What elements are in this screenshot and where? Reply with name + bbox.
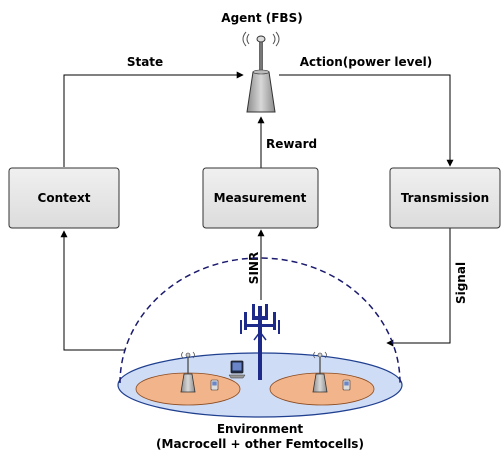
transmission-box: Transmission bbox=[389, 167, 501, 229]
femtocell-icon bbox=[180, 351, 196, 393]
environment-scene bbox=[117, 257, 403, 418]
measurement-label: Measurement bbox=[214, 191, 307, 205]
mobile-phone-icon bbox=[210, 379, 219, 391]
transmission-label: Transmission bbox=[401, 191, 489, 205]
state-arrow bbox=[63, 71, 244, 167]
coverage-dome bbox=[119, 257, 401, 384]
context-box: Context bbox=[8, 167, 120, 229]
environment-label: Environment bbox=[217, 422, 304, 436]
feedback-arrow bbox=[60, 230, 125, 351]
macrocell-tower-icon bbox=[240, 304, 280, 380]
antenna-base-station-icon bbox=[242, 31, 280, 113]
action-arrow bbox=[279, 74, 454, 167]
agent-title: Agent (FBS) bbox=[221, 11, 302, 25]
laptop-icon bbox=[228, 360, 246, 379]
signal-label: Signal bbox=[454, 262, 468, 304]
environment-sublabel: (Macrocell + other Femtocells) bbox=[156, 437, 364, 451]
action-label: Action(power level) bbox=[300, 55, 433, 69]
edge-lines bbox=[60, 71, 454, 351]
sinr-label: SINR bbox=[247, 252, 261, 284]
context-label: Context bbox=[38, 191, 91, 205]
signal-arrow bbox=[386, 228, 451, 347]
state-label: State bbox=[127, 55, 163, 69]
measurement-box: Measurement bbox=[202, 167, 319, 229]
reward-label: Reward bbox=[266, 137, 317, 151]
femtocell-icon bbox=[312, 351, 328, 393]
mobile-phone-icon bbox=[342, 379, 351, 391]
